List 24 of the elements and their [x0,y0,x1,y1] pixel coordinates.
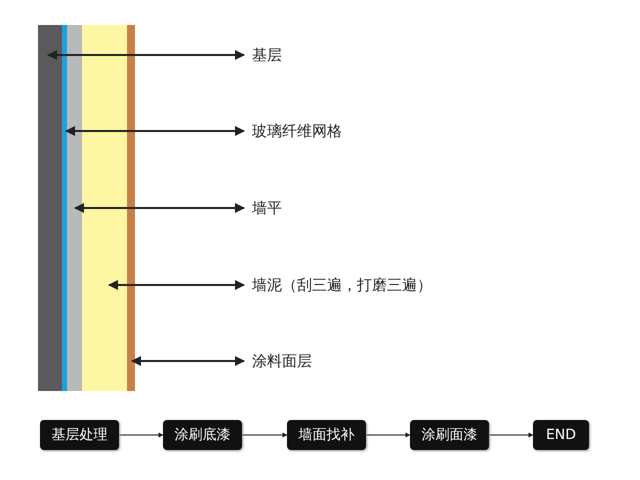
leader-line [131,356,245,366]
wall-layer [62,25,67,391]
wall-layer [127,25,135,391]
leader-line [74,203,245,213]
arrow [242,432,288,438]
layer-label: 墙泥（刮三遍，打磨三遍） [252,275,432,295]
leader-line [65,126,245,136]
layer-label: 墙平 [252,198,282,218]
process-step: 墙面找补 [287,420,366,450]
wall-layer [82,25,127,391]
arrow [118,432,164,438]
wall-layer [38,25,62,391]
leader-line [108,280,245,290]
process-step: END [533,420,589,450]
process-step: 涂刷面漆 [410,420,489,450]
arrow [488,432,534,438]
layer-label: 涂料面层 [252,351,312,371]
wall-layer [67,25,82,391]
process-step: 涂刷底漆 [163,420,242,450]
layer-label: 基层 [252,45,282,65]
arrow [366,432,410,438]
layer-label: 玻璃纤维网格 [252,121,342,141]
process-step: 基层处理 [40,420,119,450]
leader-line [47,50,245,60]
